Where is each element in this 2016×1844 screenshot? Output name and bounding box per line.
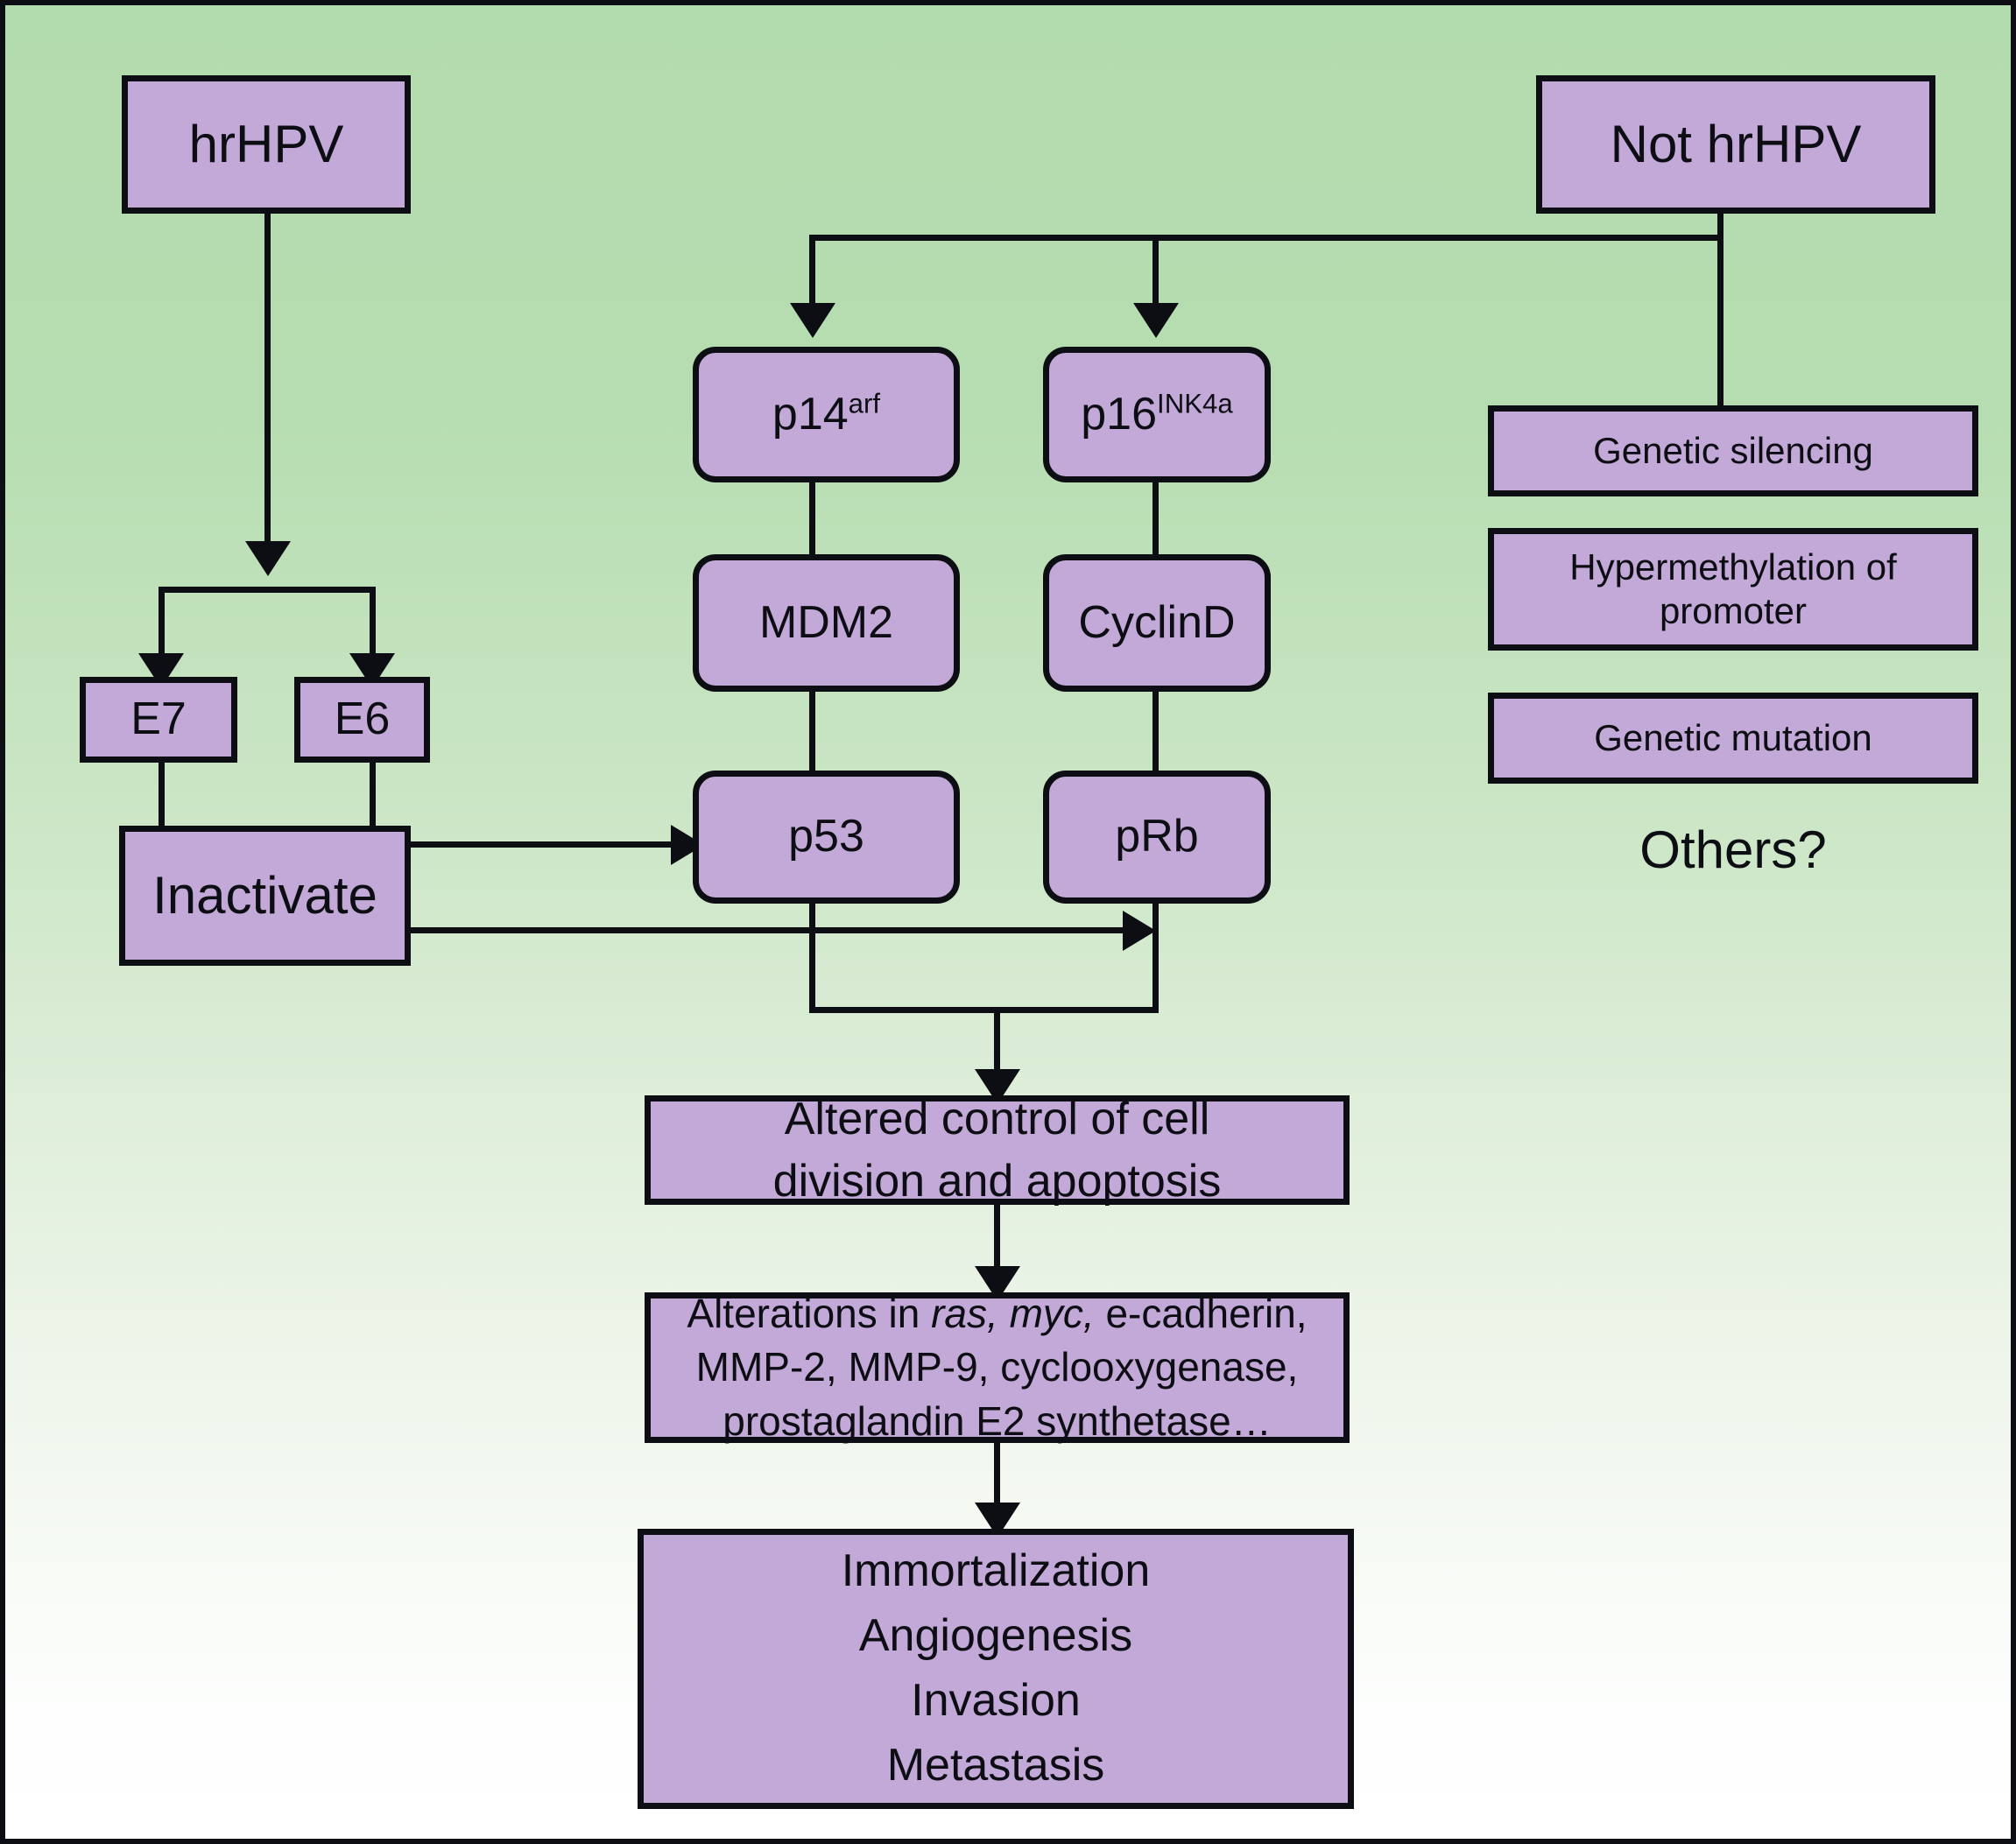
- edge-prb-arrowhead: [1123, 911, 1156, 951]
- alterations-line-1-italic: ras, myc,: [931, 1291, 1095, 1337]
- node-genetic-mutation[interactable]: Genetic mutation: [1488, 693, 1978, 784]
- edge-nothrhpv-bar: [809, 235, 1723, 241]
- node-e7[interactable]: E7: [80, 677, 237, 763]
- alterations-line-1-prefix: Alterations in: [687, 1291, 932, 1337]
- edge-inactivate-to-prb: [408, 927, 1131, 933]
- node-alterations[interactable]: Alterations in ras, myc, e-cadherin, MMP…: [645, 1291, 1350, 1444]
- node-alterations-label: Alterations in ras, myc, e-cadherin, MMP…: [687, 1287, 1307, 1448]
- label-others-text: Others?: [1639, 820, 1827, 879]
- node-p14arf[interactable]: p14arf: [693, 347, 960, 482]
- edge-inactivate-to-p53: [408, 841, 680, 848]
- edge-nothrhpv-to-silencing: [1717, 235, 1723, 405]
- node-cyclind-label: CyclinD: [1078, 596, 1236, 648]
- node-altered-control-label: Altered control of cell division and apo…: [773, 1088, 1222, 1211]
- edge-p16-cyclind: [1153, 478, 1159, 557]
- node-altered-control[interactable]: Altered control of cell division and apo…: [645, 1094, 1350, 1207]
- node-mdm2-label: MDM2: [758, 596, 894, 648]
- alterations-line-3: prostaglandin E2 synthetase…: [723, 1397, 1272, 1444]
- node-not-hrhpv-label: Not hrHPV: [1610, 114, 1862, 173]
- edge-hrhpv-stem: [264, 214, 271, 555]
- edge-altered-to-alterations: [994, 1203, 1000, 1291]
- node-cyclind[interactable]: CyclinD: [1043, 554, 1271, 692]
- hypermethylation-line-2: promoter: [1659, 590, 1808, 631]
- node-outcomes-label: Immortalization Angiogenesis Invasion Me…: [842, 1539, 1151, 1798]
- node-e6-label: E6: [334, 693, 391, 745]
- edge-e7-stem: [159, 587, 165, 679]
- edge-p16-arrowhead: [1133, 303, 1179, 338]
- node-genetic-silencing[interactable]: Genetic silencing: [1488, 405, 1978, 496]
- node-hrhpv-label: hrHPV: [188, 114, 344, 173]
- edge-e6-stem: [370, 587, 376, 679]
- outcome-invasion: Invasion: [911, 1675, 1081, 1726]
- edge-cyclind-prb: [1153, 691, 1159, 774]
- node-p16ink4a-label: p16INK4a: [1081, 388, 1233, 440]
- node-inactivate[interactable]: Inactivate: [119, 826, 411, 966]
- edge-merge-bar: [809, 1007, 1159, 1013]
- node-genetic-silencing-label: Genetic silencing: [1593, 430, 1873, 472]
- node-mdm2[interactable]: MDM2: [693, 554, 960, 692]
- edge-hrhpv-arrowhead: [245, 541, 291, 576]
- edge-to-p14-stem: [809, 235, 815, 322]
- edge-e7-to-inactivate: [159, 760, 165, 828]
- node-hypermethylation-label: Hypermethylation of promoter: [1569, 545, 1897, 632]
- node-e6[interactable]: E6: [294, 677, 430, 763]
- node-p53[interactable]: p53: [693, 771, 960, 904]
- edge-merge-stem: [994, 1007, 1000, 1094]
- hypermethylation-line-1: Hypermethylation of: [1569, 546, 1897, 588]
- edge-mdm2-p53: [809, 691, 815, 774]
- node-hrhpv[interactable]: hrHPV: [122, 75, 411, 214]
- node-outcomes[interactable]: Immortalization Angiogenesis Invasion Me…: [638, 1529, 1354, 1809]
- node-hypermethylation[interactable]: Hypermethylation of promoter: [1488, 528, 1978, 651]
- outcome-metastasis: Metastasis: [886, 1739, 1105, 1791]
- edge-p53-down: [809, 901, 815, 1013]
- edge-e6-to-inactivate: [370, 760, 376, 828]
- node-not-hrhpv[interactable]: Not hrHPV: [1536, 75, 1935, 214]
- node-prb[interactable]: pRb: [1043, 771, 1271, 904]
- node-p53-label: p53: [788, 811, 864, 862]
- edge-p14-mdm2: [809, 478, 815, 557]
- node-p16ink4a[interactable]: p16INK4a: [1043, 347, 1271, 482]
- edge-prb-down: [1153, 901, 1159, 1013]
- altered-line-1: Altered control of cell: [784, 1094, 1210, 1145]
- altered-line-2: division and apoptosis: [772, 1155, 1222, 1207]
- node-p14arf-label: p14arf: [772, 388, 881, 440]
- label-others: Others?: [1488, 820, 1978, 880]
- edge-alterations-to-outcomes: [994, 1441, 1000, 1527]
- edge-hrhpv-split-bar: [159, 587, 376, 593]
- alterations-line-2: MMP-2, MMP-9, cyclooxygenase,: [695, 1344, 1299, 1390]
- alterations-line-1-suffix: e-cadherin,: [1094, 1291, 1308, 1337]
- outcome-immortalization: Immortalization: [841, 1545, 1151, 1597]
- edge-p14-arrowhead: [790, 303, 835, 338]
- edge-to-p16-stem: [1153, 235, 1159, 322]
- node-e7-label: E7: [130, 693, 187, 745]
- node-prb-label: pRb: [1115, 811, 1199, 862]
- outcome-angiogenesis: Angiogenesis: [858, 1610, 1133, 1662]
- node-inactivate-label: Inactivate: [152, 865, 377, 925]
- node-genetic-mutation-label: Genetic mutation: [1594, 717, 1872, 759]
